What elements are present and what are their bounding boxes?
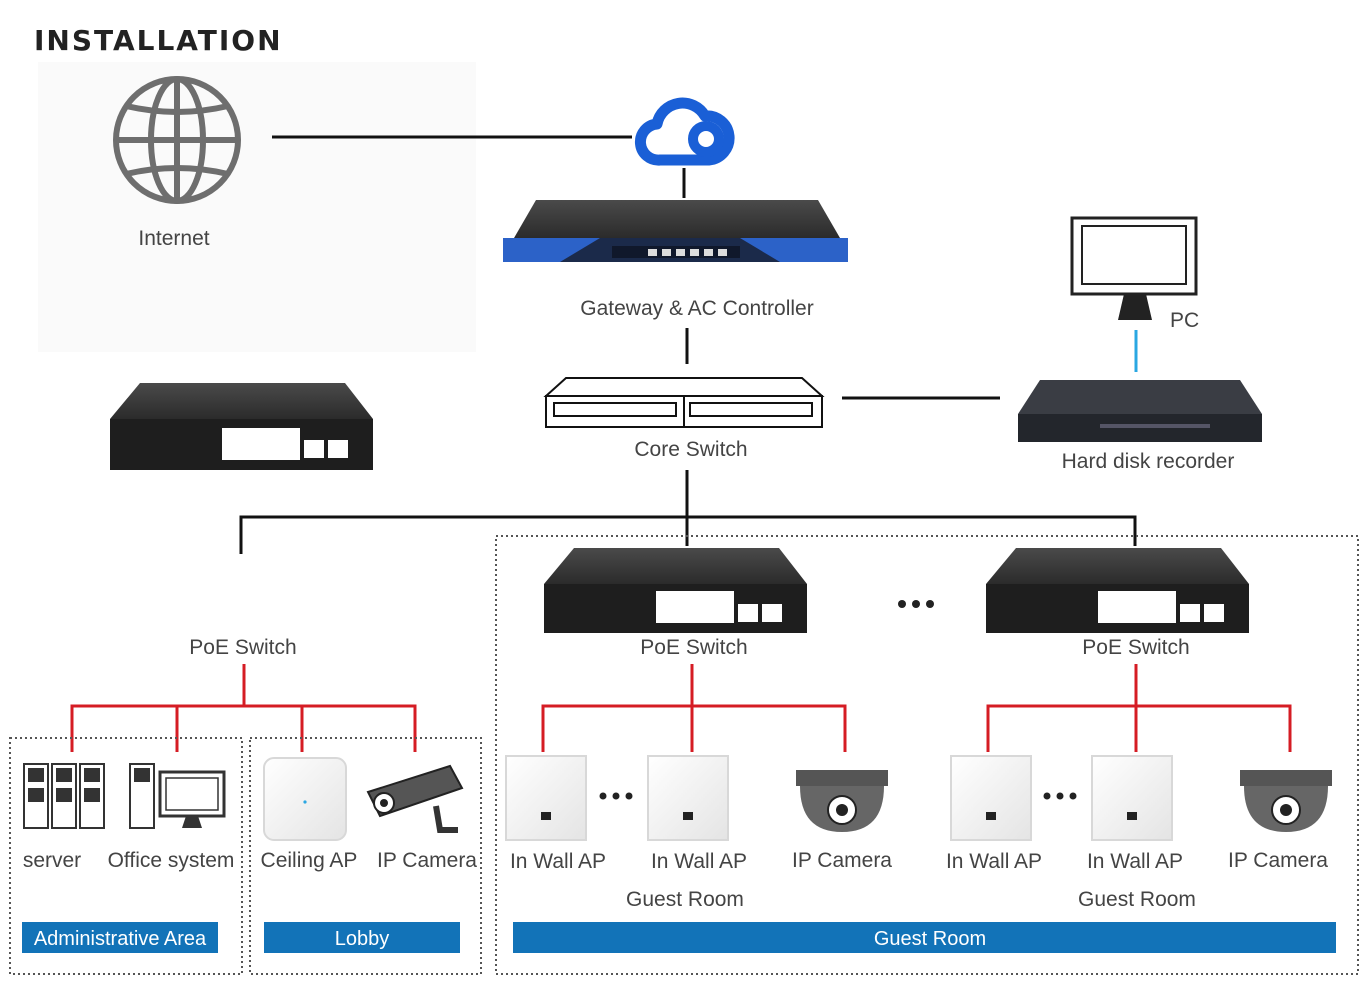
ip-camera-2-label: IP Camera bbox=[792, 849, 892, 872]
in-wall-ap-4-label: In Wall AP bbox=[1087, 850, 1183, 873]
lobby-bar bbox=[264, 922, 460, 953]
pc-label: PC bbox=[1170, 309, 1199, 332]
in-wall-ap-icon-4 bbox=[1091, 755, 1173, 841]
guest-room-2-label: Guest Room bbox=[1078, 888, 1196, 911]
red-links bbox=[70, 664, 1292, 752]
admin-area-label: Administrative Area bbox=[34, 928, 207, 950]
more-switches-ellipsis bbox=[898, 600, 934, 608]
ip-camera-3-label: IP Camera bbox=[1228, 849, 1328, 872]
guest-room-1-label: Guest Room bbox=[626, 888, 744, 911]
poe-switch-mid-icon bbox=[544, 548, 807, 633]
poe-switch-left-icon bbox=[110, 383, 373, 470]
in-wall-ap-icon-3 bbox=[950, 755, 1032, 841]
hard-disk-recorder-icon bbox=[1018, 380, 1262, 442]
internet-label: Internet bbox=[138, 227, 209, 250]
server-icon bbox=[23, 763, 105, 829]
guest-room-bar bbox=[513, 922, 1336, 953]
pc-monitor-icon bbox=[1070, 216, 1198, 320]
ceiling-ap-icon bbox=[263, 757, 347, 841]
server-label: server bbox=[23, 849, 81, 872]
in-wall-ap-icon-1 bbox=[505, 755, 587, 841]
area-frames bbox=[9, 535, 1359, 975]
internet-panel bbox=[38, 62, 476, 352]
gateway-device-icon bbox=[503, 200, 848, 262]
poe-right-label: PoE Switch bbox=[1082, 636, 1189, 659]
poe-mid-label: PoE Switch bbox=[640, 636, 747, 659]
poe-switch-right-icon bbox=[986, 548, 1249, 633]
office-label: Office system bbox=[108, 849, 235, 872]
in-wall-ap-2-label: In Wall AP bbox=[651, 850, 747, 873]
link-core-bus bbox=[239, 515, 1137, 554]
gateway-label: Gateway & AC Controller bbox=[580, 297, 813, 320]
in-wall-ap-3-label: In Wall AP bbox=[946, 850, 1042, 873]
lobby-label: Lobby bbox=[335, 928, 390, 950]
core-switch-icon bbox=[543, 377, 825, 428]
black-links bbox=[239, 135, 1137, 554]
office-system-icon bbox=[129, 763, 226, 829]
more-ap-ellipsis-2 bbox=[1043, 792, 1077, 800]
poe-left-label: PoE Switch bbox=[189, 636, 296, 659]
in-wall-ap-icon-2 bbox=[647, 755, 729, 841]
ip-camera-dome-icon-2 bbox=[796, 770, 888, 832]
ip-camera-bullet-icon bbox=[366, 764, 464, 833]
ip-camera-dome-icon-3 bbox=[1240, 770, 1332, 832]
ceiling-ap-label: Ceiling AP bbox=[261, 849, 358, 872]
hdr-label: Hard disk recorder bbox=[1062, 450, 1235, 473]
more-ap-ellipsis-1 bbox=[599, 792, 633, 800]
cloud-icon bbox=[634, 97, 735, 166]
guest-area-label: Guest Room bbox=[874, 928, 986, 950]
in-wall-ap-1-label: In Wall AP bbox=[510, 850, 606, 873]
ip-camera-lobby-label: IP Camera bbox=[377, 849, 477, 872]
admin-area-bar bbox=[22, 922, 218, 953]
globe-icon bbox=[113, 76, 241, 204]
page-title: INSTALLATION bbox=[34, 24, 283, 57]
core-switch-label: Core Switch bbox=[634, 438, 747, 461]
